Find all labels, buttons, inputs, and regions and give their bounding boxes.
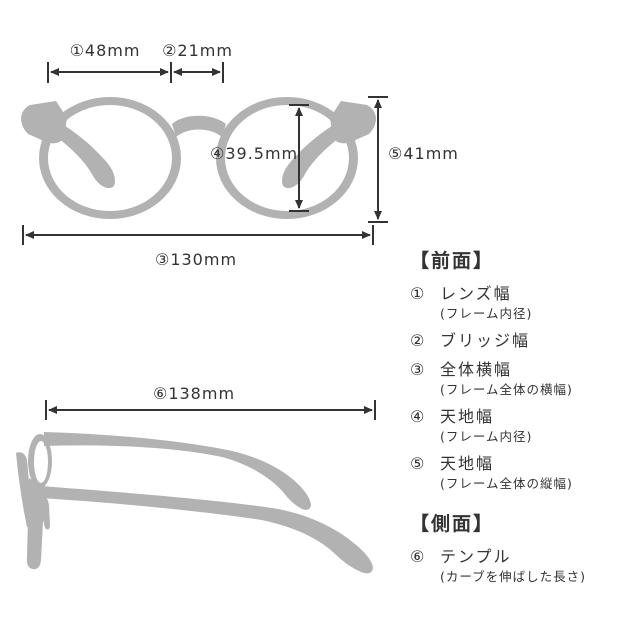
legend-item-label: テンプル <box>440 547 512 566</box>
legend-item-note: (フレーム全体の縦幅) <box>440 476 573 491</box>
legend-item-total-height: ⑤ 天地幅 <box>410 454 638 474</box>
side-upper-temple <box>44 432 311 510</box>
legend-item-label: 天地幅 <box>440 454 495 473</box>
side-view-glasses <box>16 432 373 574</box>
circled-number-2: ② <box>410 331 425 350</box>
side-rim <box>28 434 52 488</box>
circled-number-3: ③ <box>410 360 425 379</box>
front-view-glasses <box>21 96 376 220</box>
circled-number-6: ⑥ <box>410 547 425 566</box>
dimension-lines <box>22 62 388 420</box>
dim-label-lens-width: ①48mm <box>69 41 141 60</box>
front-left-temple-folded <box>38 117 115 189</box>
legend-item-temple-length: ⑥ テンプル <box>410 547 638 567</box>
side-lower-temple <box>40 486 373 574</box>
dim-label-lens-height: ④39.5mm <box>210 144 299 163</box>
circled-number-5: ⑤ <box>410 454 425 473</box>
measurement-legend: 【前面】 ① レンズ幅 (フレーム内径) ② ブリッジ幅 ③ 全体横幅 (フレー… <box>410 246 638 589</box>
legend-item-lens-width: ① レンズ幅 <box>410 284 638 304</box>
dim-label-temple-length: ⑥138mm <box>152 384 236 403</box>
side-rim-hook <box>40 494 50 530</box>
legend-item-note: (フレーム内径) <box>440 306 533 321</box>
dim-label-total-width: ③130mm <box>154 250 238 269</box>
legend-item-total-width: ③ 全体横幅 <box>410 360 638 380</box>
legend-item-lens-height: ④ 天地幅 <box>410 407 638 427</box>
legend-item-label: ブリッジ幅 <box>440 331 531 350</box>
legend-item-label: 天地幅 <box>440 407 495 426</box>
legend-item-label: レンズ幅 <box>440 284 512 303</box>
circled-number-4: ④ <box>410 407 425 426</box>
dim-label-bridge-width: ②21mm <box>162 41 233 60</box>
front-bridge <box>172 115 226 137</box>
legend-section-side: 【側面】 <box>410 513 495 535</box>
legend-item-bridge-width: ② ブリッジ幅 <box>410 331 638 351</box>
legend-item-note: (フレーム内径) <box>440 429 533 444</box>
circled-number-1: ① <box>410 284 425 303</box>
dim-label-total-height: ⑤41mm <box>388 144 459 163</box>
legend-section-front: 【前面】 <box>410 250 495 272</box>
legend-item-note: (カーブを伸ばした長さ) <box>440 569 587 584</box>
side-nose-pad <box>16 452 33 528</box>
legend-item-note: (フレーム全体の横幅) <box>440 382 573 397</box>
legend-item-label: 全体横幅 <box>440 360 513 379</box>
